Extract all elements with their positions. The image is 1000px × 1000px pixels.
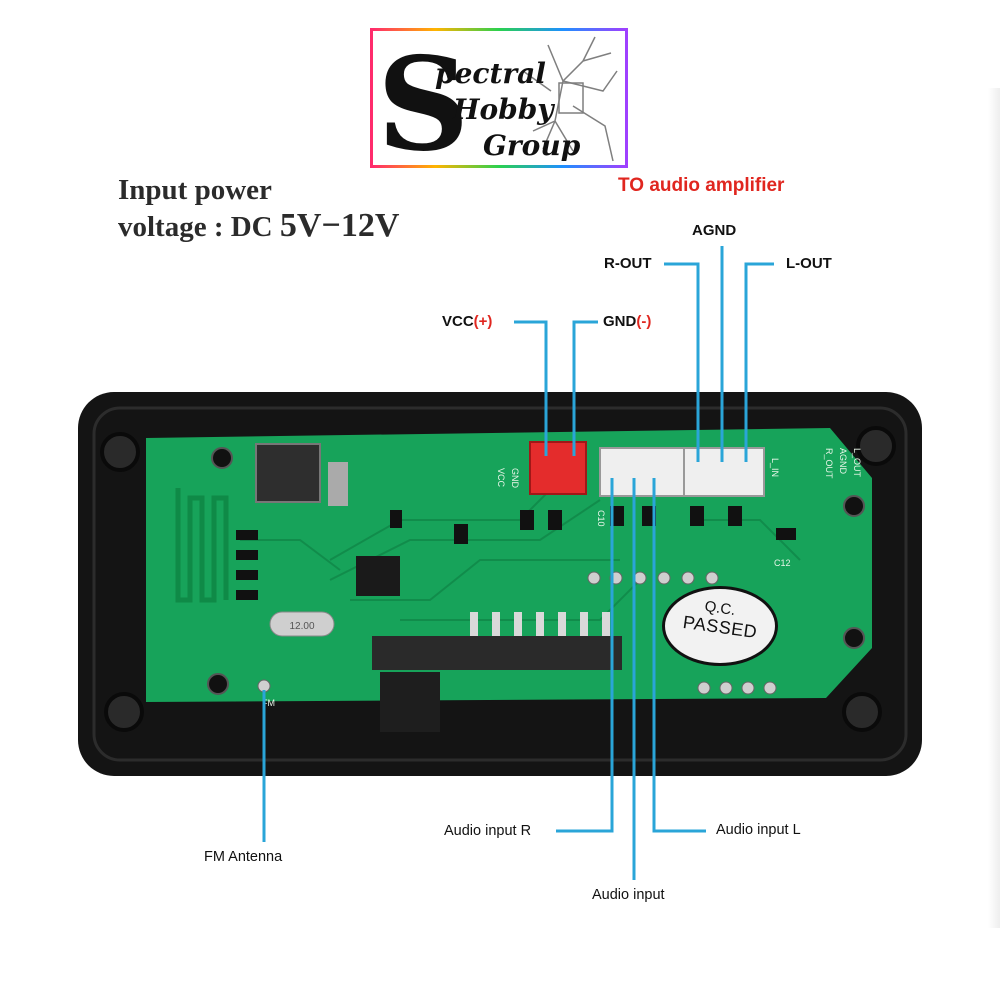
- sd-card-slot: [372, 636, 622, 670]
- mounting-hole-bottom-left: [104, 692, 144, 732]
- smd-component: [454, 524, 468, 544]
- smd-component: [236, 570, 258, 580]
- smd-component: [548, 510, 562, 530]
- silk-c10: C10: [596, 510, 606, 527]
- pad: [705, 571, 719, 585]
- silk-l-out: L_OUT: [852, 448, 862, 478]
- smd-component: [236, 550, 258, 560]
- crystal-label: 12.00: [289, 621, 314, 632]
- right-edge-shadow: [988, 88, 1000, 928]
- screw-icon: [207, 673, 229, 695]
- pad: [657, 571, 671, 585]
- label-audio-input: Audio input: [592, 887, 665, 903]
- label-vcc: VCC(+): [442, 313, 492, 330]
- audio-input-r-leader-line: [556, 478, 614, 833]
- pad: [587, 571, 601, 585]
- screw-icon: [843, 627, 865, 649]
- l-out-leader-line: [744, 262, 774, 462]
- spectral-hobby-group-logo: S pectral Hobby Group: [370, 28, 628, 168]
- label-r-out: R-OUT: [604, 255, 652, 272]
- smd-component: [236, 530, 258, 540]
- pad: [681, 571, 695, 585]
- smd-component: [236, 590, 258, 600]
- input-power-prefix: voltage : DC: [118, 211, 273, 243]
- pad: [633, 571, 647, 585]
- mounting-hole-top-right: [856, 426, 896, 466]
- enclosure-rim: [92, 406, 908, 762]
- silk-c12: C12: [774, 558, 791, 568]
- silk-r-out: R_OUT: [824, 448, 834, 479]
- label-gnd: GND(-): [603, 313, 651, 330]
- label-gnd-sign: (-): [636, 313, 652, 330]
- label-agnd: AGND: [692, 222, 737, 239]
- logo-graphic: S pectral Hobby Group: [377, 31, 618, 165]
- logo-text-group: Group: [483, 129, 581, 162]
- silk-vcc: VCC: [496, 468, 506, 488]
- label-fm-antenna: FM Antenna: [204, 849, 283, 865]
- vcc-leader-line: [514, 320, 548, 456]
- to-audio-amplifier-heading: TO audio amplifier: [618, 175, 785, 196]
- pad: [741, 681, 755, 695]
- silk-l-in: L_IN: [770, 458, 780, 477]
- smd-component: [390, 510, 402, 528]
- input-power-value: 5V−12V: [279, 207, 400, 244]
- smd-component: [690, 506, 704, 526]
- logo-text-hobby: Hobby: [452, 93, 555, 126]
- pad: [719, 681, 733, 695]
- gnd-leader-line: [572, 320, 598, 456]
- usb-port-block: [380, 672, 440, 732]
- smd-component: [776, 528, 796, 540]
- pcb-antenna-trace: [175, 488, 229, 603]
- label-audio-input-l: Audio input L: [716, 822, 801, 838]
- logo-big-s: S: [377, 31, 469, 165]
- audio-input-connector: [599, 447, 685, 497]
- power-connector-red: [529, 441, 587, 495]
- label-audio-input-r: Audio input R: [444, 823, 532, 839]
- qc-passed-stamp: Q.C. PASSED: [662, 586, 778, 666]
- silk-fm: FM: [262, 698, 275, 708]
- audio-output-connector: [683, 447, 765, 497]
- silk-gnd: GND: [510, 468, 520, 489]
- label-vcc-text: VCC: [442, 313, 474, 330]
- input-power-line2: voltage : DC 5V−12V: [118, 208, 399, 245]
- pad: [697, 681, 711, 695]
- logo-text-spectral: pectral: [435, 57, 546, 90]
- label-vcc-sign: (+): [473, 313, 493, 330]
- leader-lines: [262, 246, 774, 880]
- label-l-out: L-OUT: [786, 255, 832, 272]
- crystal-oscillator: [269, 611, 335, 637]
- input-power-line1: Input power: [118, 174, 272, 206]
- silk-agnd: AGND: [838, 448, 848, 475]
- smd-component: [520, 510, 534, 530]
- mounting-hole-bottom-right: [842, 692, 882, 732]
- main-ic-chip: [356, 556, 400, 596]
- mounting-hole-top-left: [100, 432, 140, 472]
- regulator-tab: [328, 462, 348, 506]
- audio-input-l-leader-line: [652, 478, 706, 833]
- smd-component: [728, 506, 742, 526]
- input-power-spec: Input power voltage : DC 5V−12V: [118, 172, 399, 245]
- voltage-regulator: [255, 443, 321, 503]
- screw-icon: [843, 495, 865, 517]
- label-gnd-text: GND: [603, 313, 637, 330]
- screw-icon: [211, 447, 233, 469]
- pad: [763, 681, 777, 695]
- r-out-leader-line: [664, 262, 700, 462]
